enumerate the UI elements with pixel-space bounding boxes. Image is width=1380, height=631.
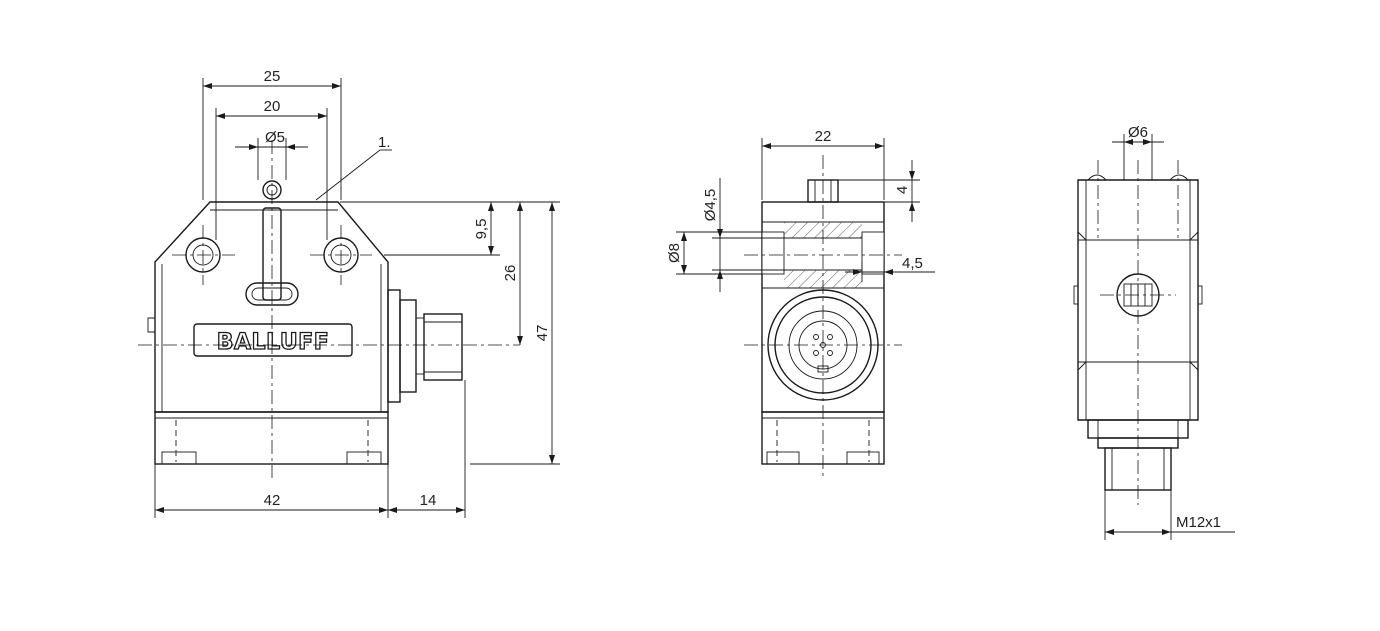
dim-dia4-5-label: Ø4,5 xyxy=(702,189,719,222)
front-base xyxy=(154,411,389,465)
dim-42-label: 42 xyxy=(264,492,281,509)
dim-m12x1-label: M12x1 xyxy=(1176,514,1221,531)
front-view: BALLUFF 25 20 Ø xyxy=(138,68,560,518)
dim-dia8-label: Ø8 xyxy=(666,243,683,263)
dim-25-label: 25 xyxy=(264,68,281,85)
front-body-outline xyxy=(154,201,389,413)
dim-dia5-label: Ø5 xyxy=(265,129,285,146)
dim-9-5-label: 9,5 xyxy=(473,219,490,240)
callout-1: 1. xyxy=(378,134,391,151)
dim-22-label: 22 xyxy=(815,128,832,145)
balluff-logo: BALLUFF xyxy=(193,323,353,357)
back-body-outline xyxy=(1077,179,1199,421)
svg-text:BALLUFF: BALLUFF xyxy=(217,330,329,355)
back-view: Ø6 M12x1 xyxy=(1073,124,1235,540)
dim-4-5-depth-label: 4,5 xyxy=(902,255,923,272)
dim-4-label: 4 xyxy=(894,186,911,194)
side-view: 22 4 4,5 Ø4,5 Ø8 xyxy=(666,128,935,478)
dim-26-label: 26 xyxy=(502,265,519,282)
dim-14-label: 14 xyxy=(420,492,437,509)
front-connector xyxy=(387,289,463,403)
dim-dia6-label: Ø6 xyxy=(1128,124,1148,141)
dim-47-label: 47 xyxy=(534,325,551,342)
dim-20-label: 20 xyxy=(264,98,281,115)
